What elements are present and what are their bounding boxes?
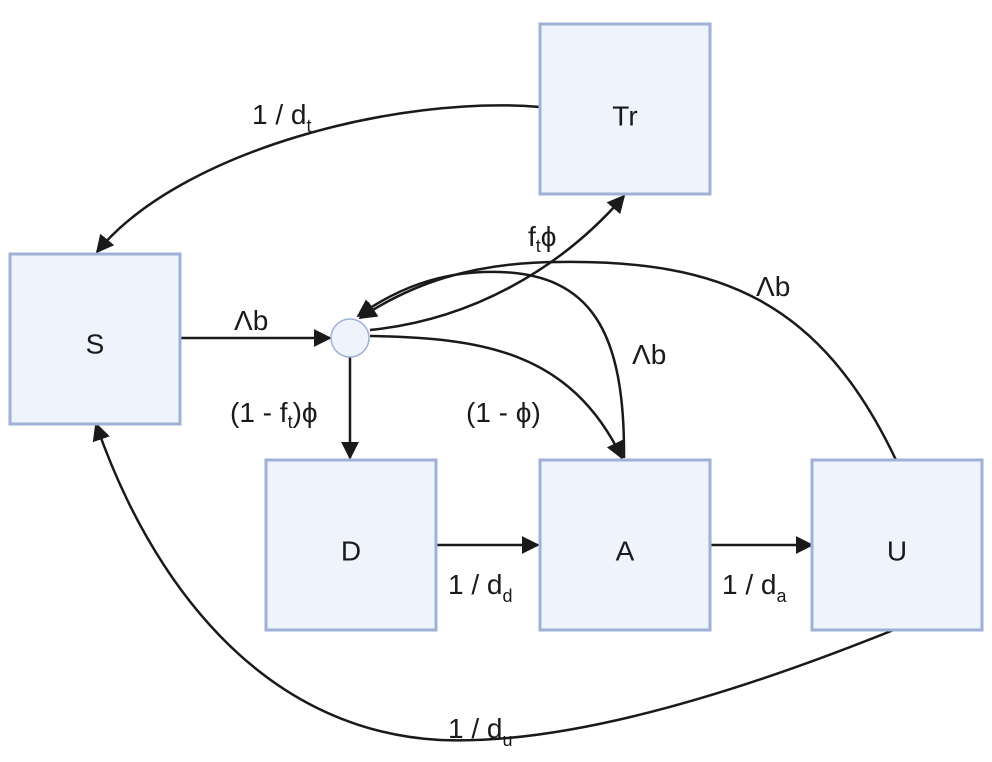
node-d-label: D [341, 535, 361, 566]
node-s-label: S [86, 328, 105, 359]
junction-node[interactable] [330, 318, 370, 358]
node-tr-label: Tr [612, 100, 637, 131]
label-junction-to-d: (1 - ft)ϕ [230, 397, 318, 432]
label-a-to-junction: Λb [632, 339, 666, 370]
label-tr-to-s: 1 / dt [252, 99, 312, 136]
label-junction-to-tr: ftϕ [528, 221, 556, 256]
edge-u-to-junction [358, 260, 898, 461]
label-junction-to-a: (1 - ϕ) [466, 397, 541, 428]
node-a-label: A [616, 535, 635, 566]
edge-a-to-junction [356, 270, 626, 459]
edge-junction-to-tr [369, 194, 626, 332]
edge-tr-to-s [95, 104, 541, 254]
edge-u-to-s [92, 422, 897, 742]
label-d-to-a: 1 / dd [448, 569, 513, 606]
node-d[interactable]: D [264, 458, 438, 632]
edge-junction-to-a [369, 334, 624, 460]
label-u-to-junction: Λb [756, 271, 790, 302]
label-a-to-u: 1 / da [722, 569, 787, 606]
node-u[interactable]: U [810, 458, 984, 632]
node-a[interactable]: A [538, 458, 712, 632]
label-s-to-junction: Λb [234, 305, 268, 336]
label-u-to-s: 1 / du [448, 713, 513, 750]
node-tr[interactable]: Tr [538, 22, 712, 196]
node-u-label: U [887, 535, 907, 566]
node-s[interactable]: S [8, 252, 182, 426]
